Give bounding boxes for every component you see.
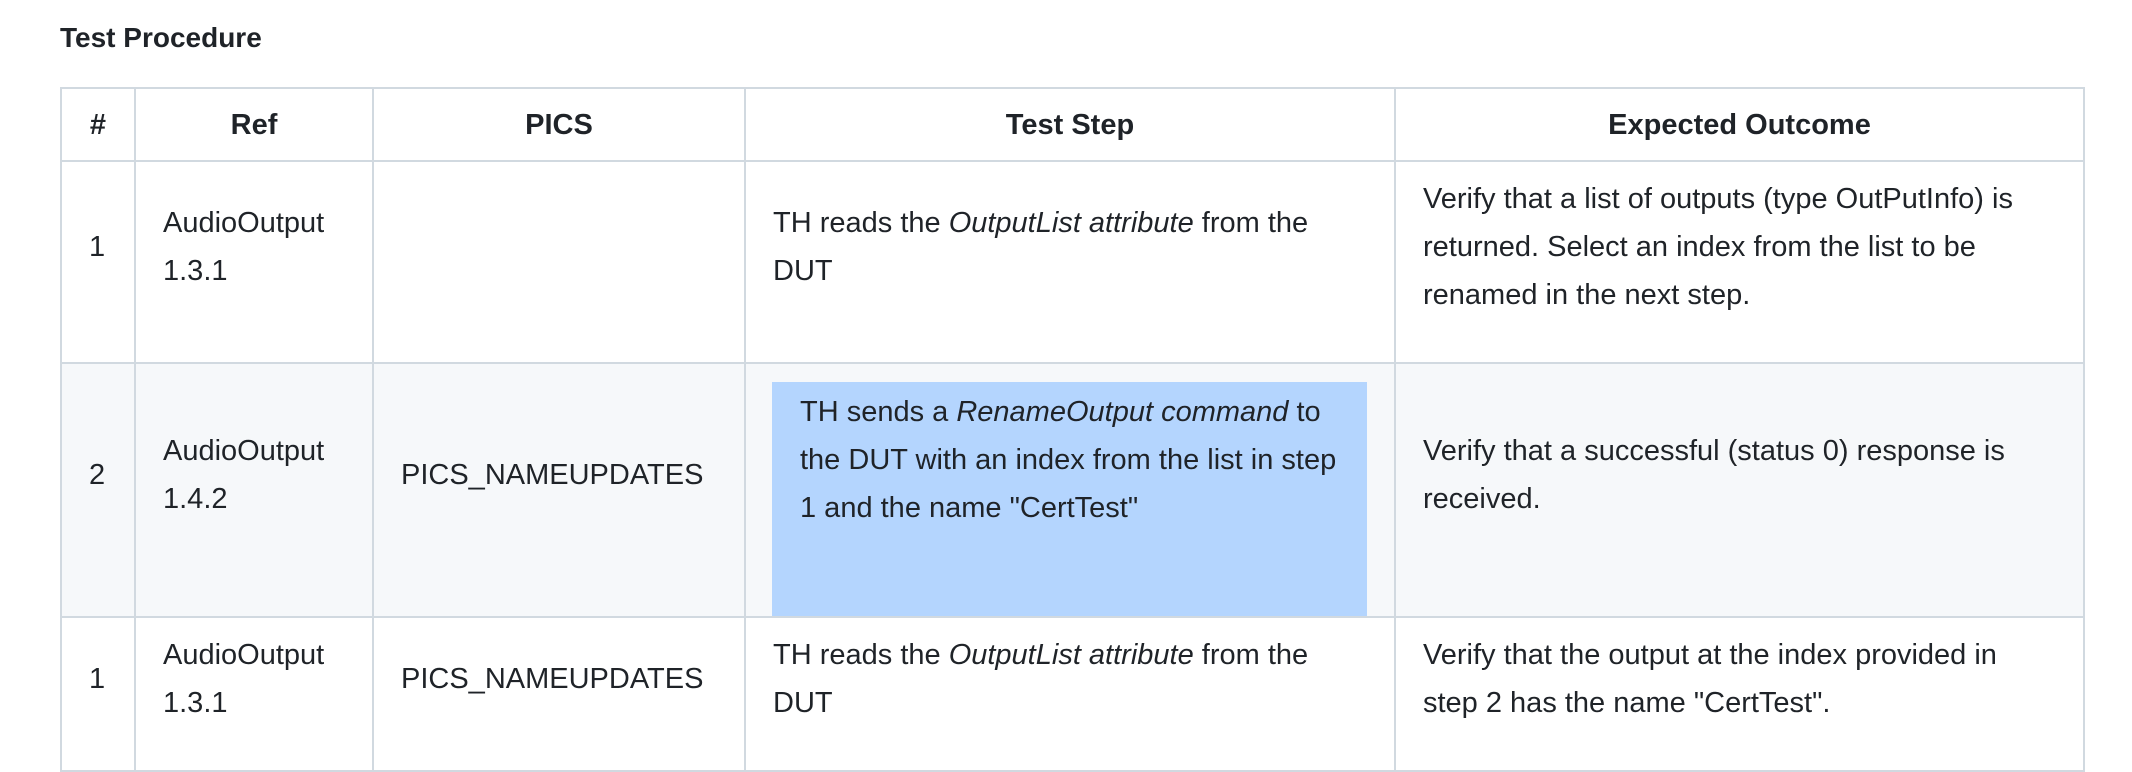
cell-ref: AudioOutput 1.3.1	[134, 160, 374, 364]
cell-test-step-selected[interactable]: TH sends a RenameOutput command to the D…	[744, 362, 1396, 618]
table-header-row: # Ref PICS Test Step Expected Outcome	[60, 87, 2085, 162]
cell-pics: PICS_NAMEUPDATES	[372, 616, 746, 772]
step-emphasis: OutputList attribute	[948, 639, 1194, 671]
cell-number: 1	[60, 160, 136, 364]
table-row: 1 AudioOutput 1.3.1 PICS_NAMEUPDATES TH …	[60, 616, 2085, 772]
table-row: 1 AudioOutput 1.3.1 TH reads the OutputL…	[60, 160, 2085, 364]
step-text: TH reads the	[773, 207, 949, 239]
cell-ref: AudioOutput 1.4.2	[134, 362, 374, 618]
column-header-number: #	[60, 87, 136, 162]
ref-section: 1.3.1	[163, 255, 228, 287]
ref-cluster: AudioOutput	[163, 207, 325, 239]
ref-section: 1.3.1	[163, 687, 228, 719]
cell-ref: AudioOutput 1.3.1	[134, 616, 374, 772]
section-title: Test Procedure	[60, 22, 262, 53]
cell-number: 2	[60, 362, 136, 618]
step-text: from the DUT	[773, 639, 1309, 719]
cell-expected-outcome: Verify that a list of outputs (type OutP…	[1394, 160, 2085, 364]
column-header-expected-outcome: Expected Outcome	[1394, 87, 2085, 162]
cell-number: 1	[60, 616, 136, 772]
cell-test-step: TH reads the OutputList attribute from t…	[744, 160, 1396, 364]
cell-pics: PICS_NAMEUPDATES	[372, 362, 746, 618]
table-row: 2 AudioOutput 1.4.2 PICS_NAMEUPDATES TH …	[60, 362, 2085, 618]
column-header-test-step: Test Step	[744, 87, 1396, 162]
column-header-ref: Ref	[134, 87, 374, 162]
text-selection-highlight	[772, 382, 1367, 616]
column-header-pics: PICS	[372, 87, 746, 162]
ref-cluster: AudioOutput	[163, 639, 325, 671]
step-text: to the DUT with an index from the list i…	[800, 396, 1337, 524]
selected-step-text[interactable]: TH sends a RenameOutput command to the D…	[773, 376, 1367, 574]
ref-section: 1.4.2	[163, 483, 228, 515]
step-emphasis: OutputList attribute	[948, 207, 1194, 239]
step-emphasis: RenameOutput command	[956, 396, 1289, 428]
cell-expected-outcome: Verify that the output at the index prov…	[1394, 616, 2085, 772]
ref-cluster: AudioOutput	[163, 435, 325, 467]
step-text: TH reads the	[773, 639, 949, 671]
step-text: TH sends a	[800, 396, 957, 428]
step-text: from the DUT	[773, 207, 1309, 287]
cell-pics	[372, 160, 746, 364]
cell-test-step: TH reads the OutputList attribute from t…	[744, 616, 1396, 772]
test-procedure-table: # Ref PICS Test Step Expected Outcome 1 …	[60, 87, 2085, 772]
cell-expected-outcome: Verify that a successful (status 0) resp…	[1394, 362, 2085, 618]
